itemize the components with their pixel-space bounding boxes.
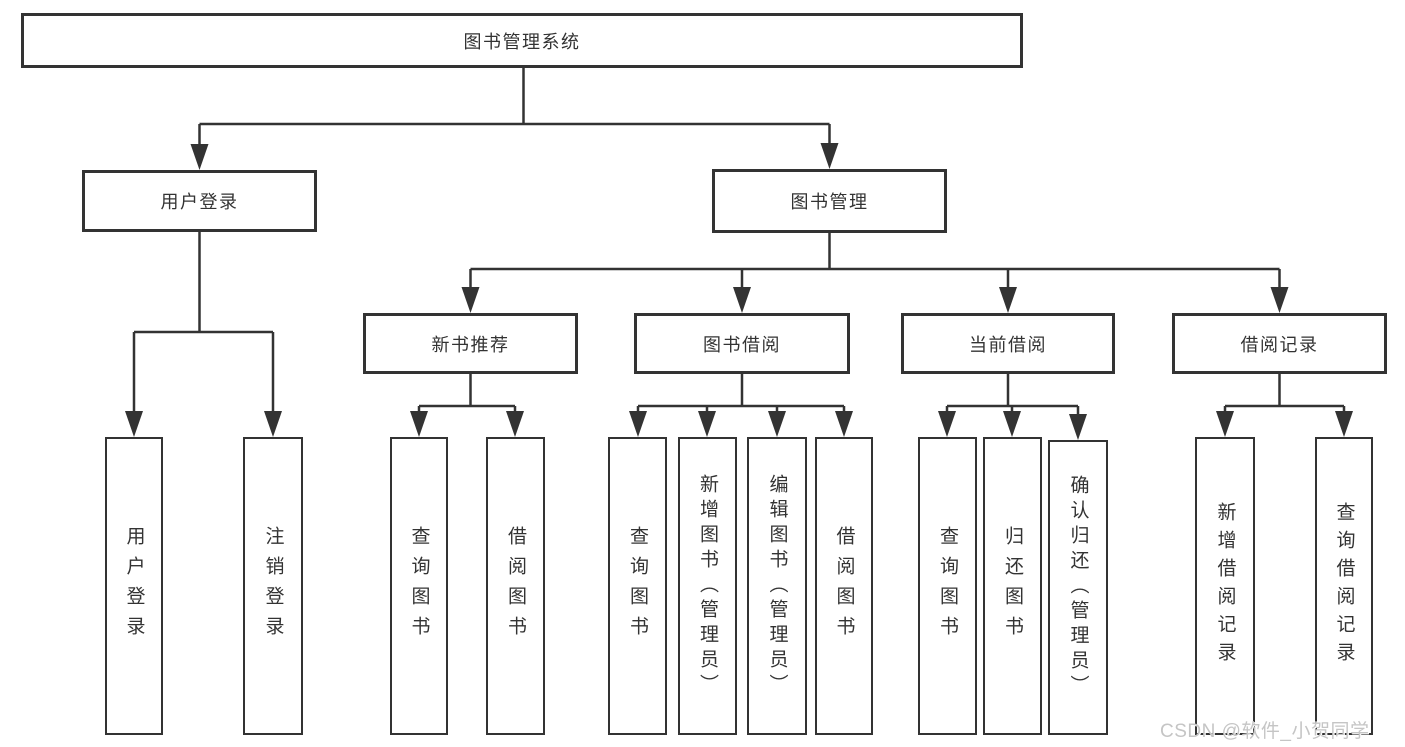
connector-user-login-to-leaves	[125, 232, 282, 437]
leaf-br-add-record: 新增借阅记录	[1195, 437, 1255, 735]
leaf-br-query-record: 查询借阅记录	[1315, 437, 1373, 735]
connector-borrow-records-to-leaves	[1216, 374, 1353, 437]
csdn-watermark: CSDN @软件_小贺同学	[1160, 721, 1370, 742]
node-borrowing-records: 借阅记录	[1172, 313, 1387, 374]
node-user-login: 用户登录	[82, 170, 317, 232]
leaf-bb-edit-books-admin: 编辑图书（管理员）	[747, 437, 807, 735]
connector-new-book-rec-to-leaves	[410, 374, 524, 437]
leaf-cb-return-books: 归还图书	[983, 437, 1042, 735]
node-current-borrowing: 当前借阅	[901, 313, 1115, 374]
connector-root-to-level2	[190, 68, 839, 170]
node-book-borrowing: 图书借阅	[634, 313, 850, 374]
connector-book-mgmt-to-level3	[461, 233, 1289, 313]
leaf-cb-query-books: 查询图书	[918, 437, 977, 735]
leaf-nbr-query-books: 查询图书	[390, 437, 448, 735]
connector-book-borrow-to-leaves	[629, 374, 853, 437]
leaf-cb-confirm-return-admin: 确认归还（管理员）	[1048, 440, 1108, 735]
leaf-bb-add-books-admin: 新增图书（管理员）	[678, 437, 737, 735]
leaf-nbr-borrow-books: 借阅图书	[486, 437, 545, 735]
node-new-book-recommendation: 新书推荐	[363, 313, 578, 374]
node-book-management: 图书管理	[712, 169, 947, 233]
connector-current-borrow-to-leaves	[938, 374, 1087, 440]
leaf-user-login: 用户登录	[105, 437, 163, 735]
leaf-bb-query-books: 查询图书	[608, 437, 667, 735]
leaf-bb-borrow-books: 借阅图书	[815, 437, 873, 735]
node-root: 图书管理系统	[21, 13, 1023, 68]
leaf-logout: 注销登录	[243, 437, 303, 735]
